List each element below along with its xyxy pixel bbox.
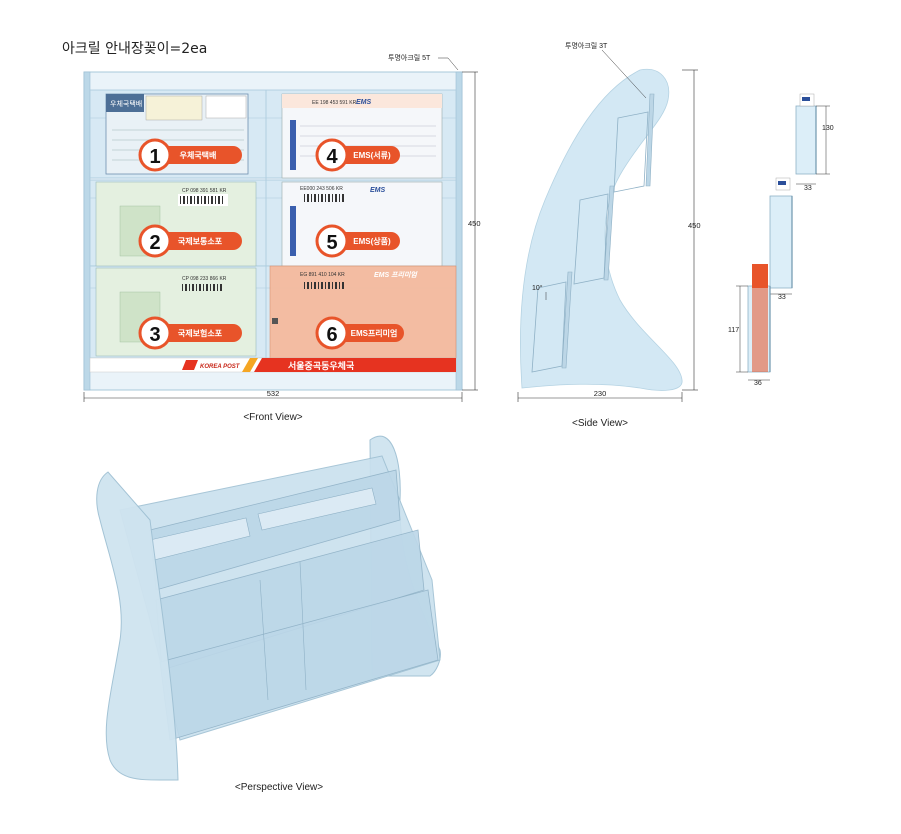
pocket-label-5: EMS(상품) (353, 236, 391, 246)
front-material-note: 투명아크릴 5T (388, 53, 431, 62)
front-height-label: 450 (468, 219, 481, 228)
form-2-code: CP 098 391 581 KR (182, 188, 227, 194)
pocket-badge-4: 4 EMS(서류) (315, 138, 400, 172)
pocket-badge-1: 1 우체국택배 (138, 138, 242, 172)
side-view-caption: <Side View> (572, 418, 628, 429)
pocket-number-3: 3 (149, 324, 160, 346)
form-4-brand: EMS (356, 99, 372, 106)
form-1-header (106, 94, 144, 112)
pocket-number-1: 1 (149, 146, 160, 168)
side-depth-label: 230 (594, 389, 607, 398)
pocket-detail-view: 130 33 33 117 36 (728, 93, 834, 387)
detail-dim-33b: 33 (778, 294, 786, 301)
pocket-number-4: 4 (326, 146, 338, 168)
perspective-view: <Perspective View> (96, 435, 441, 793)
side-height-label: 450 (688, 221, 701, 230)
form-1-title: 우체국택배 (110, 99, 142, 108)
form-5 (281, 181, 443, 267)
pocket-label-3: 국제보험소포 (178, 328, 223, 338)
form-3-code: CP 098 233 866 KR (182, 276, 227, 282)
side-view: 10° 투명아크릴 3T 450 230 <Side View> (517, 41, 701, 429)
pocket-number-6: 6 (326, 324, 337, 346)
pocket-label-2: 국제보통소포 (178, 236, 223, 246)
side-angle-label: 10° (532, 284, 543, 292)
form-6-code: EG 891 410 104 KR (300, 272, 345, 278)
front-left-edge (83, 71, 91, 391)
pocket-number-2: 2 (149, 232, 160, 254)
side-profile (520, 68, 683, 391)
detail-dim-117: 117 (728, 327, 739, 334)
page-title: 아크릴 안내장꽂이=2ea (62, 41, 208, 57)
detail-dim-36: 36 (754, 380, 762, 387)
pocket-number-5: 5 (326, 232, 337, 254)
front-width-label: 532 (267, 389, 280, 398)
form-5-code: EE000 243 506 KR (300, 186, 343, 192)
perspective-left-panel (96, 471, 179, 781)
pocket-badge-5: 5 EMS(상품) (315, 224, 400, 258)
front-view-caption: <Front View> (243, 412, 302, 423)
form-6 (269, 265, 457, 359)
perspective-view-caption: <Perspective View> (235, 782, 323, 793)
form-6-brand: EMS 프리미엄 (374, 271, 418, 279)
form-5-brand: EMS (370, 187, 386, 194)
front-right-edge (455, 71, 463, 391)
banner-red (254, 358, 456, 372)
side-shelf-1 (613, 111, 649, 193)
side-material-note: 투명아크릴 3T (565, 41, 608, 50)
front-view: 우체국택배 EE 198 453 591 KR EMS CP 098 391 5… (83, 53, 481, 423)
detail-dim-33a: 33 (804, 185, 812, 192)
korea-post-logo-mark (182, 360, 198, 370)
pocket-label-1: 우체국택배 (180, 150, 217, 160)
pocket-label-4: EMS(서류) (353, 150, 391, 160)
pocket-badge-3: 3 국제보험소포 (138, 316, 242, 350)
pocket-label-6: EMS프리미엄 (351, 328, 398, 338)
detail-dim-130: 130 (822, 125, 834, 132)
korea-post-logo: KOREA POST (200, 364, 241, 370)
banner-post-office: 서울중곡동우체국 (288, 360, 355, 371)
pocket-badge-2: 2 국제보통소포 (138, 224, 242, 258)
form-4-code: EE 198 453 591 KR (312, 100, 357, 106)
pocket-badge-6: 6 EMS프리미엄 (315, 316, 404, 350)
